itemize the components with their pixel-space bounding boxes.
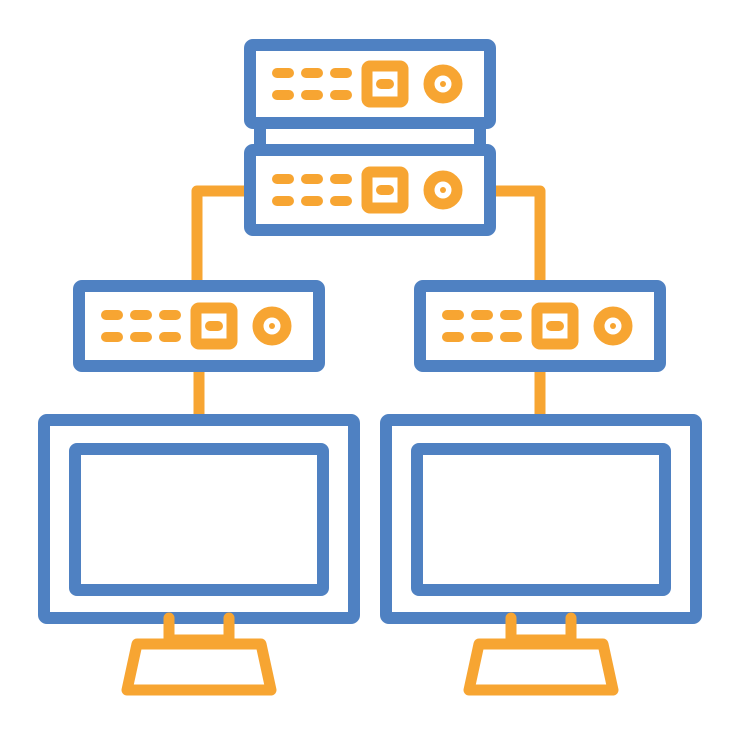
server-unit-top xyxy=(244,39,496,129)
power-button-icon xyxy=(252,306,292,346)
power-led xyxy=(269,323,275,329)
cable-left-top xyxy=(191,185,254,291)
cable-right-top xyxy=(486,185,546,291)
monitor-bezel xyxy=(38,414,360,624)
port-icon xyxy=(361,60,409,108)
power-button-icon xyxy=(593,306,633,346)
power-led xyxy=(440,81,446,87)
power-button-icon xyxy=(423,64,463,104)
device-frame xyxy=(414,280,666,372)
monitor-left xyxy=(38,414,360,696)
monitor-screen xyxy=(411,443,671,596)
monitor-right xyxy=(380,414,702,696)
port-icon xyxy=(531,302,579,350)
monitor-bezel xyxy=(380,414,702,624)
network-switch-left xyxy=(73,280,325,372)
monitor-stand-base xyxy=(463,638,619,696)
device-frame xyxy=(244,144,496,236)
port-icon xyxy=(361,166,409,214)
port-icon xyxy=(190,302,238,350)
server-rack-icon xyxy=(244,39,496,236)
device-frame xyxy=(73,280,325,372)
power-led xyxy=(440,187,446,193)
server-unit-bottom xyxy=(244,144,496,236)
power-button-icon xyxy=(423,170,463,210)
monitor-stand-base xyxy=(121,638,277,696)
monitor-screen xyxy=(69,443,329,596)
network-cables xyxy=(191,185,546,426)
network-switch-right xyxy=(414,280,666,372)
power-led xyxy=(610,323,616,329)
